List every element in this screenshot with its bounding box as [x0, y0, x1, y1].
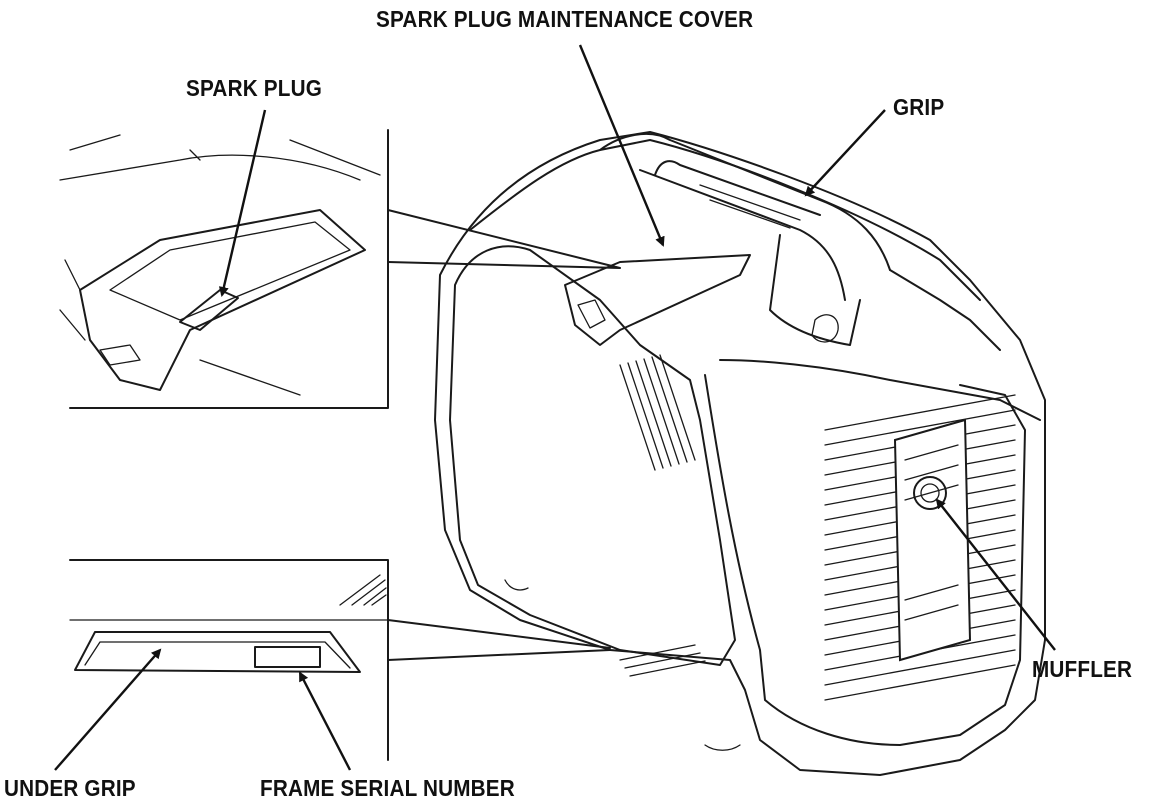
leader-under-grip: [54, 648, 162, 771]
leader-maintenance-cover: [578, 44, 665, 247]
leader-grip: [804, 109, 886, 197]
leader-frame-serial: [298, 671, 352, 771]
leader-lines: [54, 44, 1056, 771]
label-grip: GRIP: [893, 94, 945, 120]
label-under-grip: UNDER GRIP: [4, 775, 136, 801]
label-muffler: MUFFLER: [1032, 656, 1133, 682]
label-spark-plug: SPARK PLUG: [186, 75, 322, 101]
side-vents: [619, 354, 706, 677]
under-grip-inset: [69, 559, 611, 761]
spark-plug-inset: [59, 129, 621, 409]
generator-body: [434, 131, 1046, 776]
front-grille: [824, 394, 1016, 701]
leader-muffler: [935, 498, 1056, 651]
leader-spark-plug: [218, 109, 267, 297]
muffler-outlet: [913, 476, 947, 510]
label-spark-plug-maintenance-cover: SPARK PLUG MAINTENANCE COVER: [376, 6, 754, 32]
label-frame-serial-number: FRAME SERIAL NUMBER: [260, 775, 515, 801]
serial-number-plate: [254, 646, 321, 668]
